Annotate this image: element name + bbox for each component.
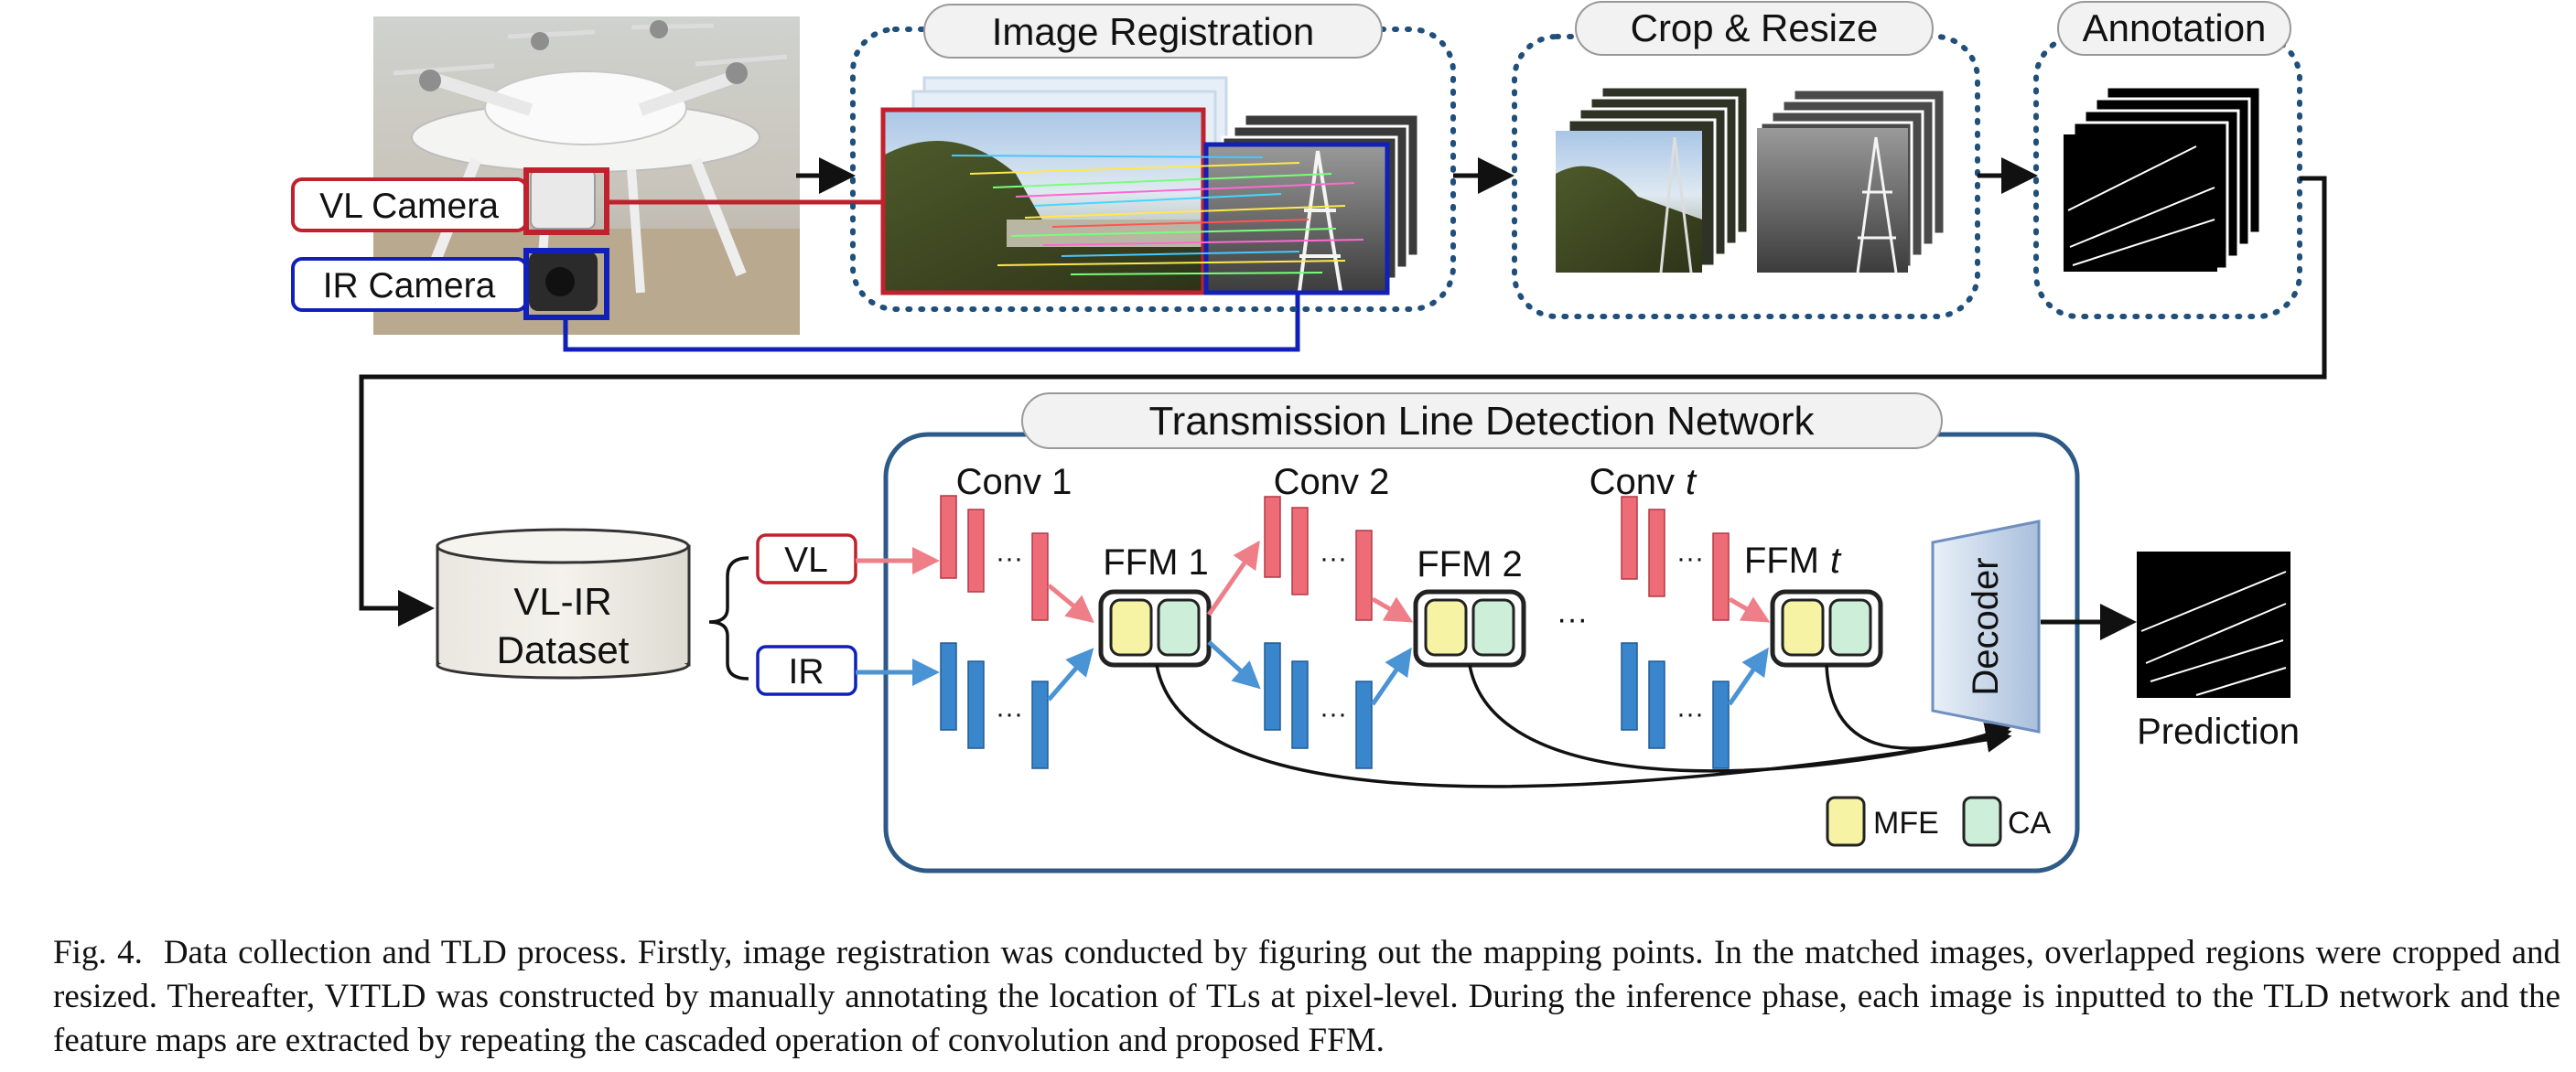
conv-1-label: Conv 1 xyxy=(956,462,1072,502)
figure-caption: Fig. 4. Data collection and TLD process.… xyxy=(53,931,2560,1063)
conv-1-vl-ellipsis: ··· xyxy=(996,543,1023,574)
conv-t-label: Conv xyxy=(1590,462,1675,502)
conv-t-ir-to-ffm-arrow xyxy=(1727,647,1769,706)
conv-t-vl-to-ffm-arrow xyxy=(1728,596,1771,623)
caption-text: Data collection and TLD process. Firstly… xyxy=(53,934,2561,1059)
mapping-point-lines xyxy=(951,155,1364,275)
arrow-annotation-to-dataset xyxy=(359,176,2327,627)
conv-t-ir-ellipsis: ··· xyxy=(1676,699,1704,729)
conv-1-vl-to-ffm-arrow xyxy=(1047,584,1094,624)
conv-2-vl-to-ffm-arrow xyxy=(1371,596,1414,623)
annotation-mask-stack xyxy=(2064,85,2262,272)
prediction-mask xyxy=(2137,552,2290,698)
conv-t-vl-layers xyxy=(1621,496,1730,621)
annotation-title: Annotation xyxy=(2083,6,2267,49)
vl-ir-dataset-cylinder xyxy=(436,528,691,680)
prediction-label: Prediction xyxy=(2137,712,2300,752)
ffm-1-to-conv-2-ir-arrow xyxy=(1207,640,1261,690)
ir-input-label: IR xyxy=(789,652,825,691)
conv-t-ir-layers xyxy=(1621,642,1730,769)
image-registration-title: Image Registration xyxy=(992,10,1315,53)
conv-2-label: Conv 2 xyxy=(1274,462,1390,502)
dataset-label-line1: VL-IR xyxy=(513,580,611,623)
decoder-block xyxy=(1931,520,2041,734)
ffm-2-label: FFM 2 xyxy=(1417,544,1523,584)
conv-2-ir-ellipsis: ··· xyxy=(1320,699,1347,729)
conv-1-vl-layers xyxy=(940,495,1049,621)
ffm-to-decoder-connections xyxy=(1155,664,2012,788)
conv-1-ir-ellipsis: ··· xyxy=(996,699,1023,729)
ffm-t-ca xyxy=(1828,598,1872,657)
ffm-2-mfe xyxy=(1424,598,1468,657)
vl-camera-label: VL Camera xyxy=(319,187,499,226)
tld-network-title: Transmission Line Detection Network xyxy=(1148,399,1815,444)
ir-front-image xyxy=(1203,142,1390,295)
caption-lead: Fig. 4. xyxy=(53,934,143,971)
legend-mfe-swatch xyxy=(1826,796,1866,847)
crop-resize-title-pill xyxy=(1575,1,1934,56)
conv-2-ir-to-ffm-arrow xyxy=(1370,647,1412,706)
ffm-1-ca xyxy=(1157,598,1201,657)
ffm-t-variable: t xyxy=(1830,541,1842,581)
dataset-split-brace xyxy=(708,556,749,681)
ffm-t-label: FFM xyxy=(1744,541,1819,581)
ffm-t-mfe xyxy=(1781,598,1825,657)
cropped-ir-stack xyxy=(1757,88,1946,273)
crop-resize-title: Crop & Resize xyxy=(1631,6,1879,49)
legend-mfe-label: MFE xyxy=(1873,806,1939,841)
cropped-vl-stack xyxy=(1556,85,1750,273)
ffm-1-to-conv-2-vl-arrow xyxy=(1206,540,1260,616)
ffm-1-label: FFM 1 xyxy=(1103,542,1209,583)
image-registration-title-pill xyxy=(923,4,1383,59)
ffm-2-ca xyxy=(1471,598,1515,657)
vl-input-label: VL xyxy=(784,541,828,580)
legend-ca-label: CA xyxy=(2008,806,2052,841)
tld-network-title-pill xyxy=(1021,392,1943,449)
annotation-title-pill xyxy=(2057,1,2291,56)
drone-photo xyxy=(373,16,800,335)
conv-1-ir-layers xyxy=(940,642,1049,769)
conv-t-variable: t xyxy=(1686,462,1698,502)
conv-2-ir-layers xyxy=(1264,642,1373,769)
legend-ca-swatch xyxy=(1962,796,2002,847)
conv-2-vl-ellipsis: ··· xyxy=(1320,543,1347,574)
conv-2-vl-layers xyxy=(1264,496,1373,621)
ir-camera-link xyxy=(563,291,1300,352)
conv-1-ir-to-ffm-arrow xyxy=(1047,648,1094,702)
ffm-1-mfe xyxy=(1109,598,1153,657)
decoder-label: Decoder xyxy=(1966,557,2006,695)
dataset-label-line2: Dataset xyxy=(497,628,630,671)
conv-t-vl-ellipsis: ··· xyxy=(1676,543,1704,574)
ir-camera-label: IR Camera xyxy=(323,266,496,306)
stage-ellipsis: ··· xyxy=(1557,602,1588,637)
